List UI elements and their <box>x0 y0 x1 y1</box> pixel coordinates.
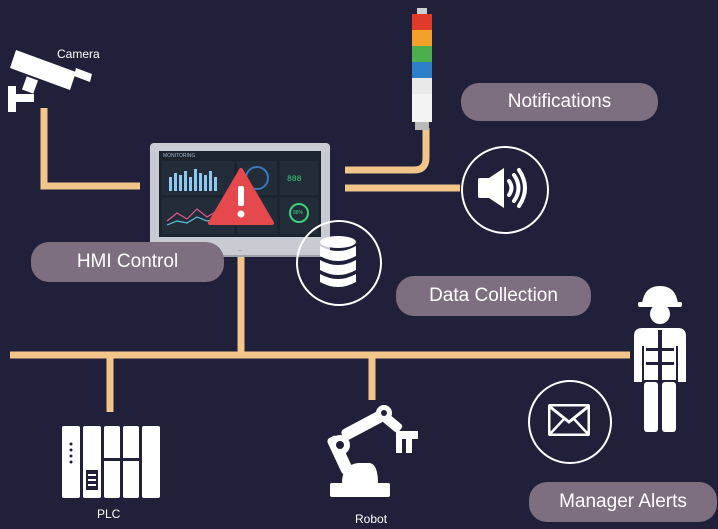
hmi-readout: 888 <box>287 175 302 184</box>
manager-alerts-pill: Manager Alerts <box>529 482 717 522</box>
speaker-icon <box>478 168 527 208</box>
database-icon <box>320 236 356 287</box>
signal-tower-icon <box>412 8 432 130</box>
notifications-pill: Notifications <box>461 83 658 121</box>
plc-label: PLC <box>97 507 121 521</box>
worker-icon <box>634 286 686 432</box>
robot-label: Robot <box>355 512 388 526</box>
camera-label: Camera <box>57 47 100 61</box>
mail-icon <box>548 404 590 436</box>
mail-badge <box>528 380 612 464</box>
hmi-gauge-value: 88% <box>293 210 304 216</box>
tower-connector <box>345 128 430 174</box>
data-collection-pill: Data Collection <box>396 276 591 316</box>
speaker-badge <box>461 146 549 234</box>
camera-icon <box>8 50 92 112</box>
camera-connector <box>40 108 140 190</box>
hmi-control-pill: HMI Control <box>31 242 224 282</box>
hmi-brand: — <box>238 247 242 252</box>
database-badge <box>296 220 382 306</box>
hmi-screen-title: MONITORING <box>163 153 196 159</box>
robot-arm-icon <box>327 405 418 497</box>
plc-icon <box>62 426 160 498</box>
warning-icon <box>208 168 274 225</box>
